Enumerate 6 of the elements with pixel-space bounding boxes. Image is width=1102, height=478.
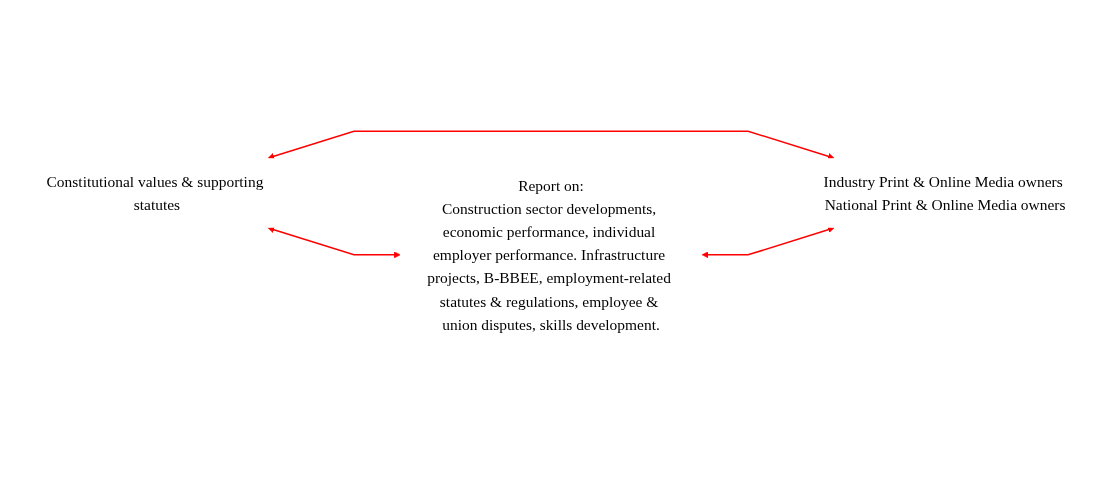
node-text: Industry Print & Online Media owners National Print & Online Media owners (823, 172, 1066, 213)
arrow (701, 226, 835, 258)
node-text: Report on: Construction sector developments, economic performance, individual employer performance. Infrastructure projects, B-BBEE, employment-related statutes & regulations, employee & union disputes, skills development. (427, 176, 671, 333)
node-text: Constitutional values & supporting statutes (46, 172, 264, 213)
arrow (267, 226, 401, 258)
arrow (267, 130, 835, 160)
